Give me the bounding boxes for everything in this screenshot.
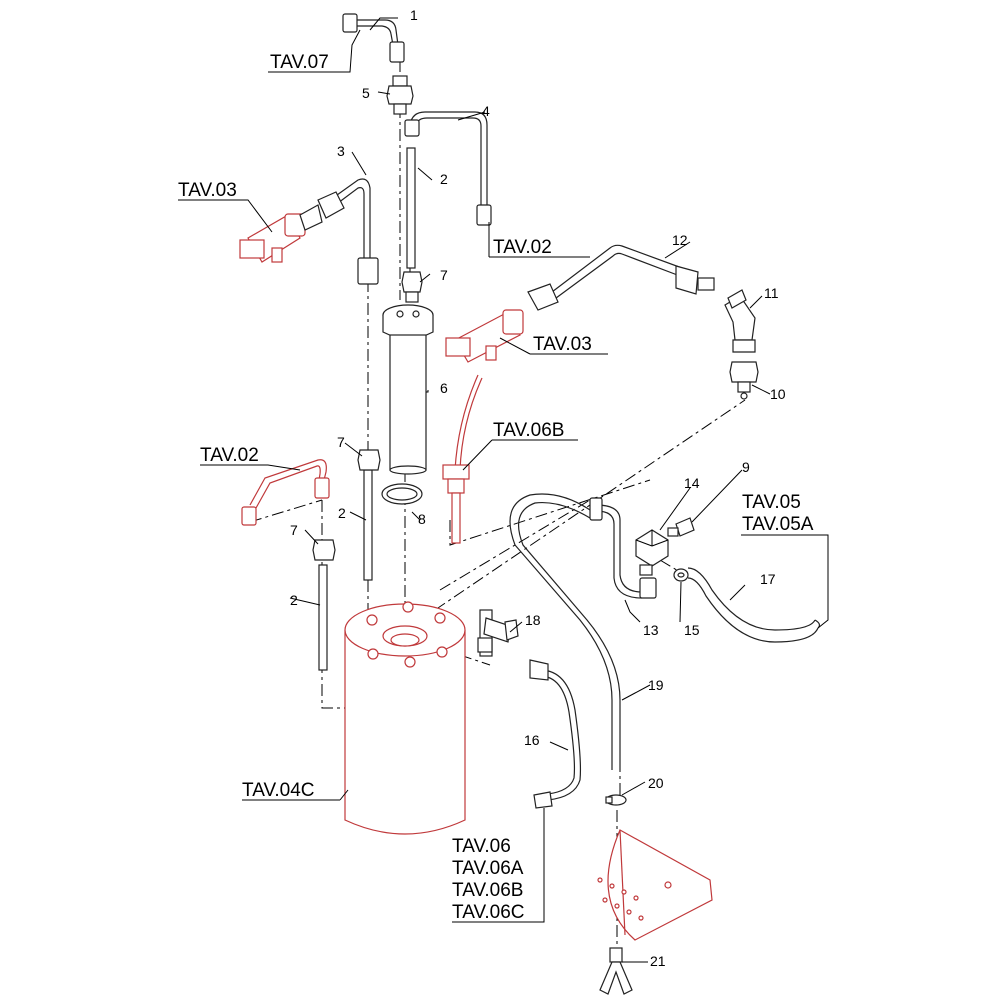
part-13-tube bbox=[589, 497, 657, 599]
part-2-tubes bbox=[318, 147, 416, 671]
ref-tav03-right: TAV.03 bbox=[533, 334, 592, 355]
label-7-top: 7 bbox=[440, 267, 448, 283]
tav03-valve-left bbox=[239, 204, 323, 263]
label-21: 21 bbox=[650, 953, 666, 969]
label-6: 6 bbox=[440, 380, 448, 396]
part-18-tee bbox=[477, 609, 519, 657]
part-16-cable bbox=[529, 659, 582, 809]
label-14: 14 bbox=[684, 475, 700, 491]
part-15-clip bbox=[673, 568, 689, 582]
part-14-block bbox=[635, 529, 669, 567]
label-4: 4 bbox=[482, 103, 490, 119]
label-8: 8 bbox=[418, 511, 426, 527]
tav04c-boiler bbox=[344, 601, 466, 835]
label-20: 20 bbox=[648, 775, 664, 791]
part-20-clamp bbox=[605, 794, 627, 806]
ref-tav06: TAV.06 bbox=[452, 836, 511, 857]
ref-tav05: TAV.05 bbox=[742, 492, 801, 513]
part-21-y-fitting bbox=[599, 947, 633, 995]
ref-tav05a: TAV.05A bbox=[742, 514, 814, 535]
part-17-hose bbox=[687, 567, 821, 643]
ref-tav02-left: TAV.02 bbox=[200, 445, 259, 466]
part-9-plug bbox=[667, 517, 695, 537]
part-8-oring bbox=[381, 483, 423, 505]
label-5: 5 bbox=[362, 85, 370, 101]
label-16: 16 bbox=[524, 732, 540, 748]
part-6-housing bbox=[382, 304, 434, 475]
label-13: 13 bbox=[643, 622, 659, 638]
label-2-mid: 2 bbox=[338, 505, 346, 521]
leader-lines bbox=[178, 17, 829, 963]
part-11-elbow bbox=[724, 289, 756, 353]
label-2-top: 2 bbox=[440, 171, 448, 187]
part-1-pipe bbox=[342, 13, 405, 63]
label-2-low: 2 bbox=[290, 592, 298, 608]
label-7-mid: 7 bbox=[337, 434, 345, 450]
label-19: 19 bbox=[648, 677, 664, 693]
drip-tray bbox=[597, 829, 713, 941]
label-1: 1 bbox=[410, 7, 418, 23]
reference-labels: TAV.07 TAV.03 TAV.02 TAV.03 TAV.06B TAV.… bbox=[178, 52, 814, 923]
ref-tav06b-probe: TAV.06B bbox=[493, 420, 564, 441]
label-3: 3 bbox=[337, 143, 345, 159]
part-number-labels: 1 5 4 2 3 7 12 11 6 10 7 9 14 2 8 7 17 2… bbox=[290, 7, 786, 969]
label-12: 12 bbox=[672, 232, 688, 248]
part-10-fitting bbox=[729, 361, 759, 400]
label-7-low: 7 bbox=[290, 522, 298, 538]
ref-tav04c: TAV.04C bbox=[242, 780, 315, 801]
part-19-tube bbox=[509, 493, 621, 770]
part-12-pipe bbox=[527, 244, 715, 311]
ref-tav03-left: TAV.03 bbox=[178, 180, 237, 201]
ref-tav06a: TAV.06A bbox=[452, 858, 524, 879]
label-18: 18 bbox=[525, 612, 541, 628]
part-3-pipe bbox=[317, 178, 379, 285]
ref-tav02-top: TAV.02 bbox=[493, 237, 552, 258]
label-17: 17 bbox=[760, 571, 776, 587]
ref-tav06b: TAV.06B bbox=[452, 880, 523, 901]
part-5-nipple bbox=[386, 75, 414, 115]
tav02-pipe-left bbox=[241, 459, 330, 526]
label-15: 15 bbox=[684, 622, 700, 638]
label-9: 9 bbox=[742, 459, 750, 475]
ref-tav06c: TAV.06C bbox=[452, 902, 525, 923]
label-10: 10 bbox=[770, 386, 786, 402]
assembly-axes bbox=[249, 60, 746, 945]
part-7-fittings bbox=[312, 271, 423, 561]
ref-tav07: TAV.07 bbox=[270, 52, 329, 73]
tav03-valve-right bbox=[445, 309, 524, 363]
tav06b-probe bbox=[442, 374, 483, 544]
label-11: 11 bbox=[764, 285, 779, 301]
part-4-pipe bbox=[404, 111, 492, 226]
